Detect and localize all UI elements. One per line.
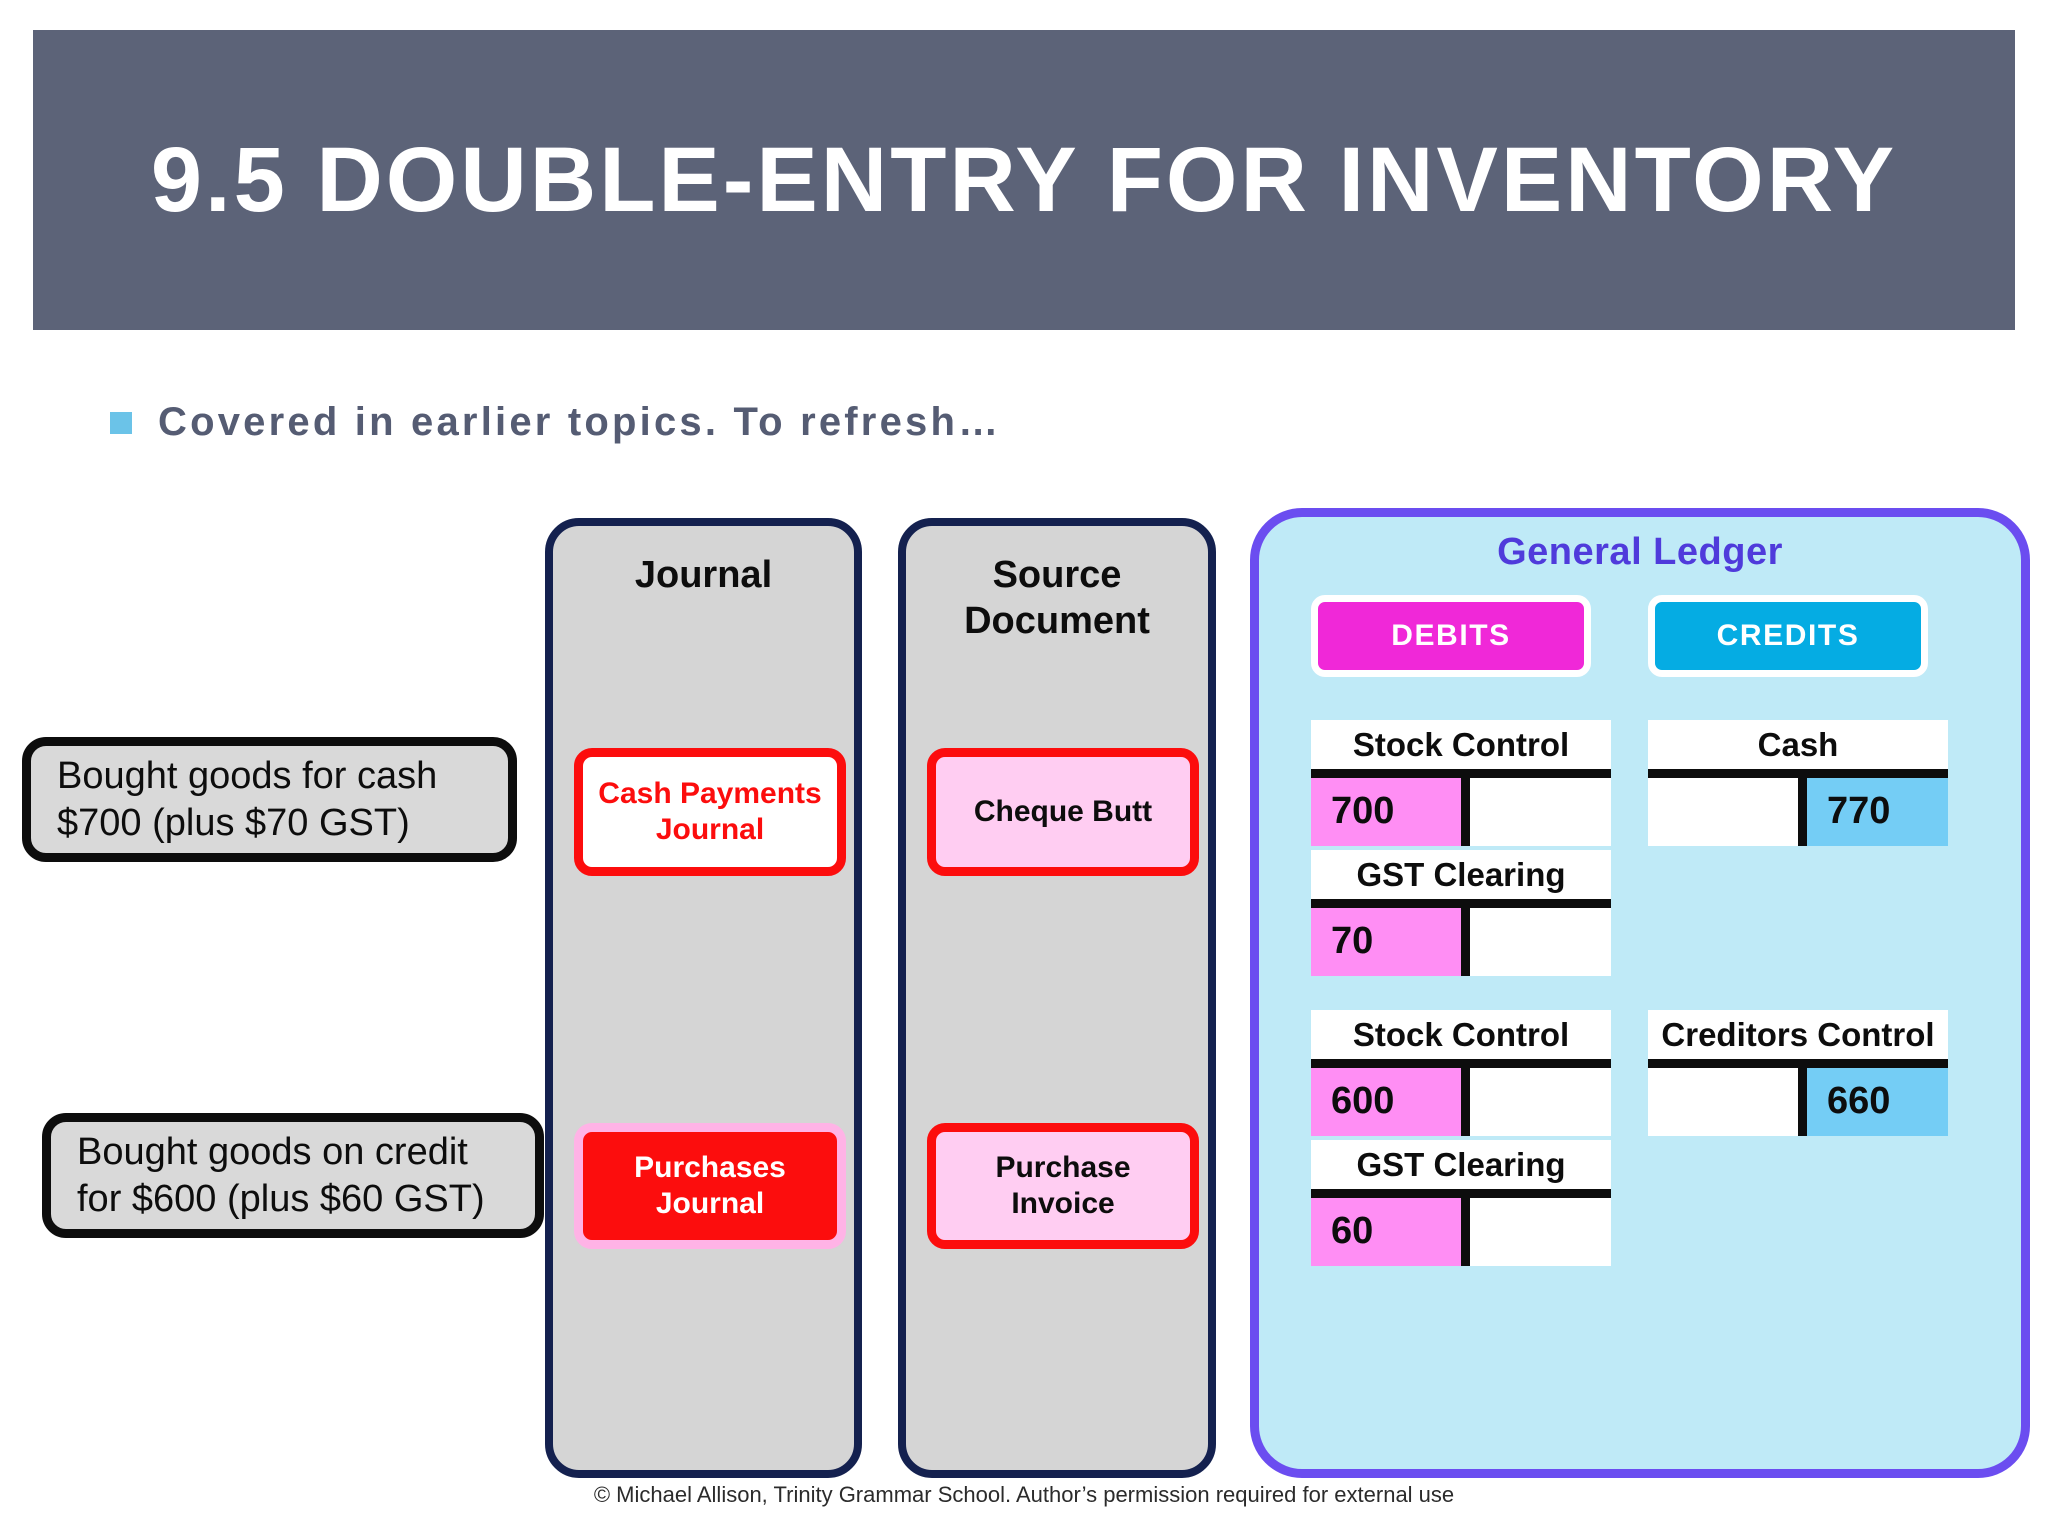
t-account-body: 700 [1311, 777, 1611, 846]
t-account-rule [1648, 768, 1948, 778]
t-account-credit-cell [1461, 777, 1611, 846]
subtitle-text: Covered in earlier topics. To refresh… [158, 400, 1002, 444]
t-account-debit-cell: 700 [1311, 777, 1461, 846]
source-heading-line-2: Document [964, 600, 1150, 643]
transaction-line-1: Bought goods on credit [77, 1131, 468, 1174]
transaction-line-1: Bought goods for cash [57, 755, 438, 798]
t-account-debit-cell [1648, 1067, 1798, 1136]
t-account-debit-cell: 600 [1311, 1067, 1461, 1136]
source-heading-line-1: Source [992, 554, 1122, 596]
t-account-name: Creditors Control [1648, 1010, 1948, 1059]
t-account-debit-cell: 70 [1311, 907, 1461, 976]
debits-header-pill: DEBITS [1311, 595, 1591, 677]
t-account-rule [1311, 768, 1611, 778]
t-account-rule [1648, 1058, 1948, 1068]
t-account-gst-clearing-70: GST Clearing 70 [1311, 850, 1611, 976]
t-account-name: Cash [1648, 720, 1948, 769]
chip-purchases-journal[interactable]: Purchases Journal [574, 1123, 846, 1249]
source-heading: Source Document [906, 552, 1208, 645]
credits-header-pill: CREDITS [1648, 595, 1928, 677]
general-ledger-title: General Ledger [1497, 531, 1783, 573]
t-account-body: 60 [1311, 1197, 1611, 1266]
bullet-square-icon [110, 411, 132, 434]
chip-line-1: Purchases [634, 1151, 786, 1184]
t-account-name: GST Clearing [1311, 1140, 1611, 1189]
t-account-body: 70 [1311, 907, 1611, 976]
transaction-box-credit: Bought goods on credit for $600 (plus $6… [42, 1113, 544, 1238]
journal-heading: Journal [634, 554, 773, 596]
title-bar: 9.5 Double-Entry for Inventory [33, 30, 2015, 330]
t-account-rule [1311, 1058, 1611, 1068]
t-account-name: Stock Control [1311, 720, 1611, 769]
t-account-credit-cell [1461, 1067, 1611, 1136]
source-document-panel: Source Document Cheque Butt Purchase Inv… [898, 518, 1216, 1478]
chip-line-1: Purchase [995, 1151, 1131, 1184]
chip-line-2: Invoice [1011, 1187, 1115, 1220]
t-account-credit-cell [1461, 907, 1611, 976]
t-account-creditors-control-660: Creditors Control 660 [1648, 1010, 1948, 1136]
t-account-debit-cell [1648, 777, 1798, 846]
subtitle-row: Covered in earlier topics. To refresh… [110, 400, 1001, 445]
t-account-stock-control-600: Stock Control 600 [1311, 1010, 1611, 1136]
transaction-box-cash: Bought goods for cash $700 (plus $70 GST… [22, 737, 517, 862]
t-account-credit-cell [1461, 1197, 1611, 1266]
t-account-debit-cell: 60 [1311, 1197, 1461, 1266]
t-account-body: 770 [1648, 777, 1948, 846]
t-account-rule [1311, 898, 1611, 908]
credits-label: CREDITS [1716, 619, 1860, 652]
copyright-footer: © Michael Allison, Trinity Grammar Schoo… [593, 1482, 1455, 1507]
t-account-name: Stock Control [1311, 1010, 1611, 1059]
t-account-name: GST Clearing [1311, 850, 1611, 899]
chip-line-2: Journal [655, 813, 765, 846]
chip-cash-payments-journal[interactable]: Cash Payments Journal [574, 748, 846, 876]
t-account-credit-cell: 660 [1798, 1067, 1948, 1136]
t-account-body: 660 [1648, 1067, 1948, 1136]
transaction-line-2: $700 (plus $70 GST) [57, 801, 410, 844]
t-account-rule [1311, 1188, 1611, 1198]
transaction-line-2: for $600 (plus $60 GST) [77, 1177, 485, 1220]
chip-line-2: Journal [655, 1187, 765, 1220]
journal-panel: Journal Cash Payments Journal Purchases … [545, 518, 862, 1478]
chip-cheque-butt[interactable]: Cheque Butt [927, 748, 1199, 876]
t-account-gst-clearing-60: GST Clearing 60 [1311, 1140, 1611, 1266]
t-account-cash-770: Cash 770 [1648, 720, 1948, 846]
t-account-body: 600 [1311, 1067, 1611, 1136]
chip-purchase-invoice[interactable]: Purchase Invoice [927, 1123, 1199, 1249]
page-title: 9.5 Double-Entry for Inventory [150, 128, 1898, 231]
general-ledger-panel: General Ledger DEBITS CREDITS Stock Cont… [1250, 508, 2030, 1478]
chip-line-1: Cheque Butt [973, 795, 1153, 828]
chip-line-1: Cash Payments [598, 777, 822, 810]
debits-label: DEBITS [1391, 619, 1511, 652]
t-account-credit-cell: 770 [1798, 777, 1948, 846]
t-account-stock-control-700: Stock Control 700 [1311, 720, 1611, 846]
